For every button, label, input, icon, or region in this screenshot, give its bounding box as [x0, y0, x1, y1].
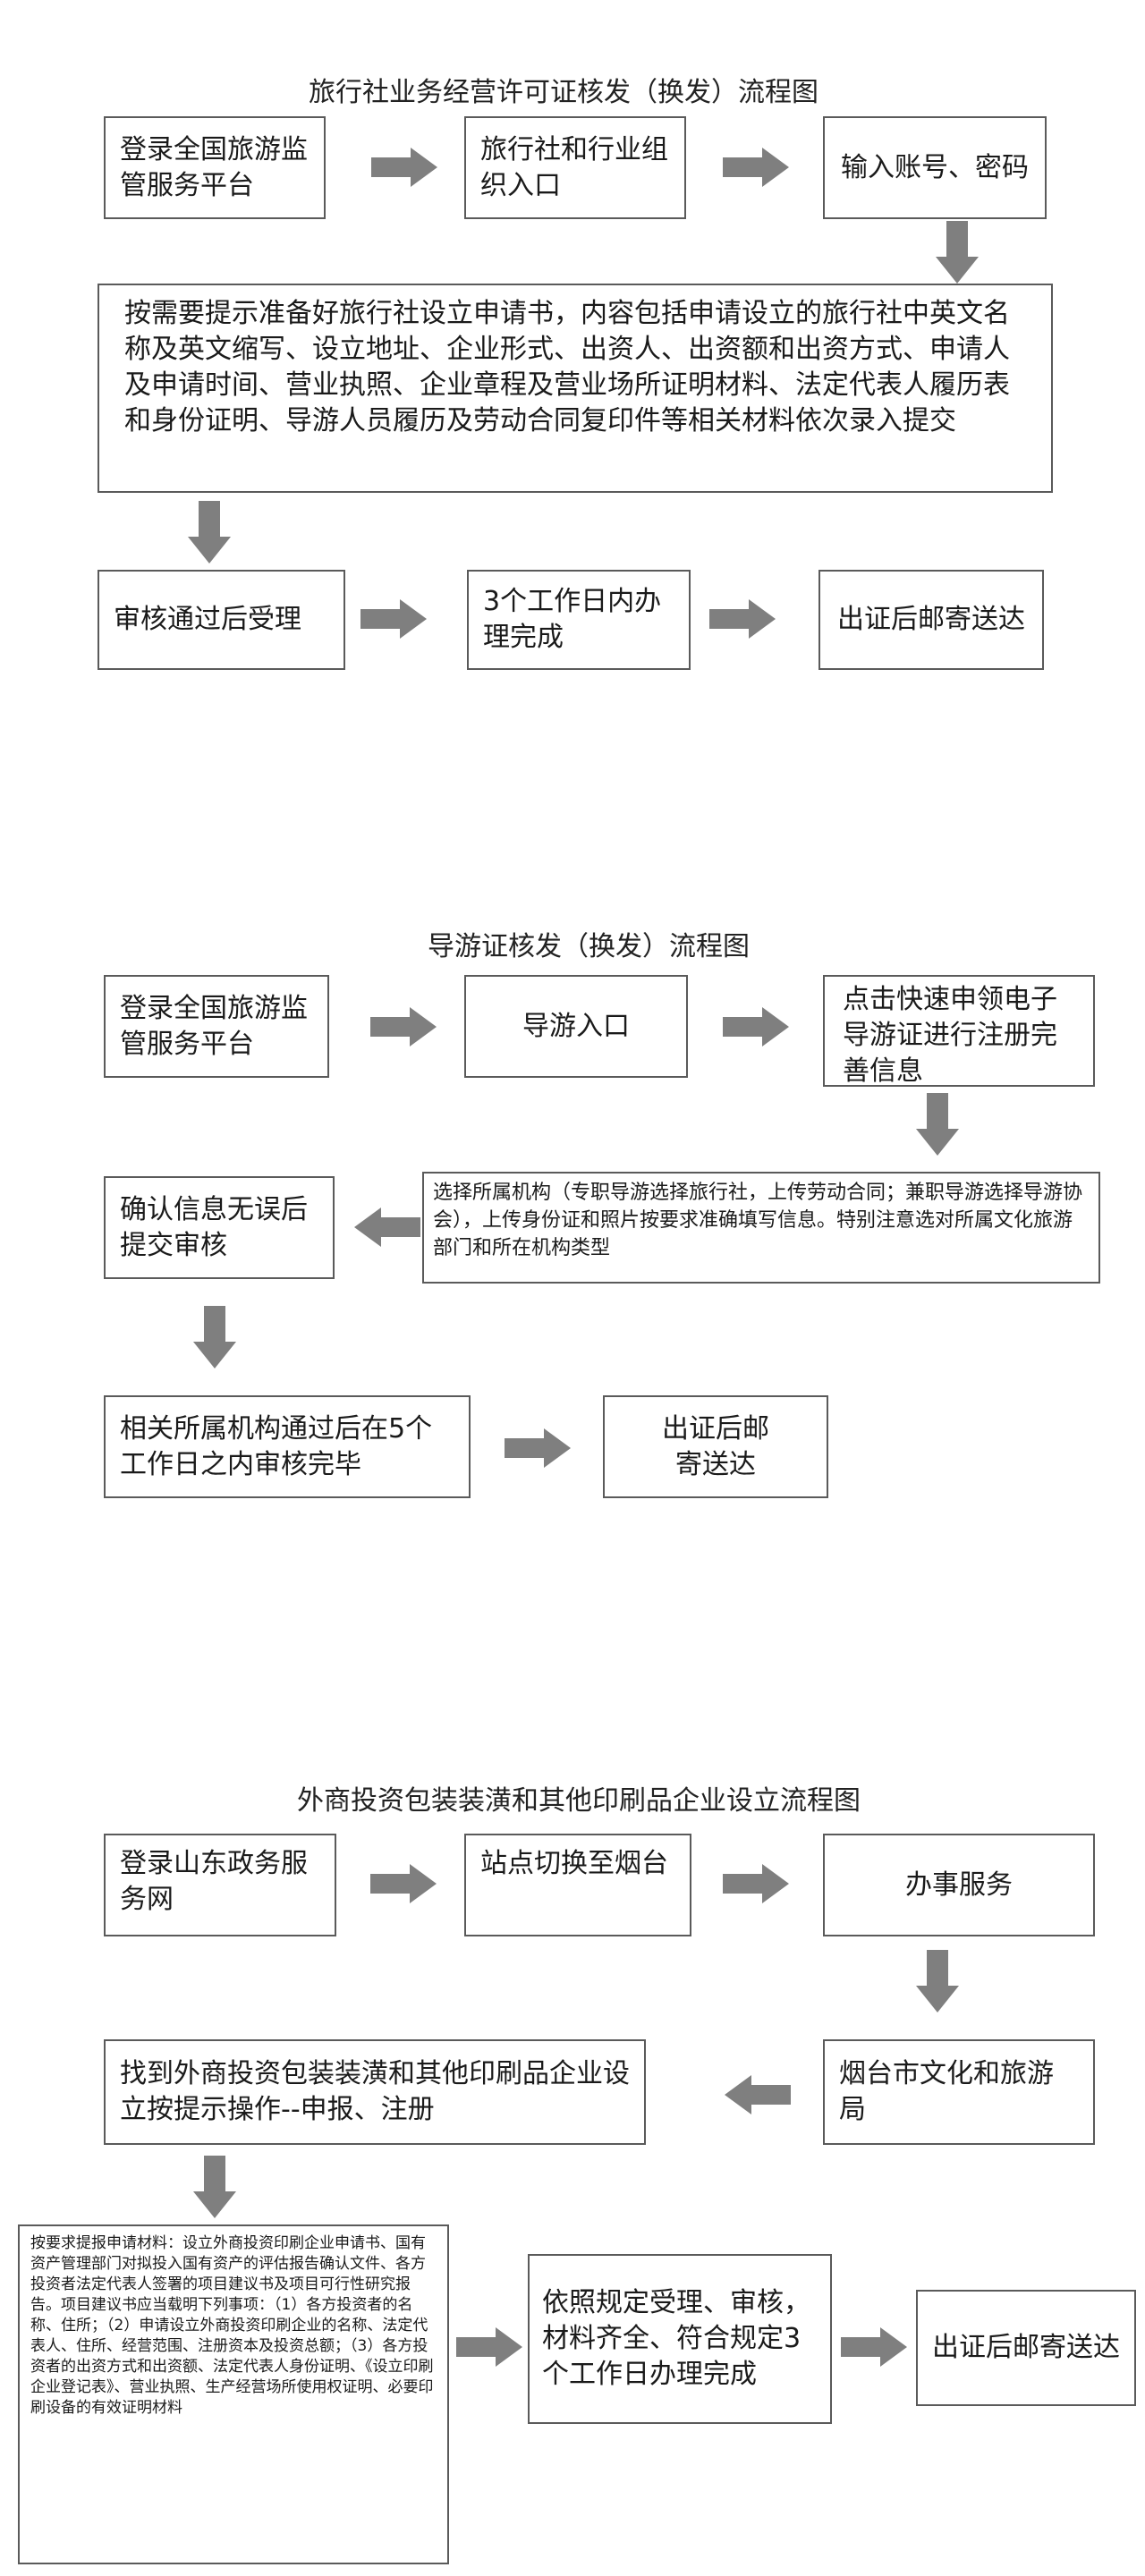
arrow-right-icon — [456, 2327, 522, 2367]
step-text: 登录全国旅游监管服务平台 — [120, 133, 308, 201]
step-register-info: 点击快速申领电子导游证进行注册完善信息 — [823, 975, 1095, 1087]
step-accept-review: 依照规定受理、审核，材料齐全、符合规定3个工作日办理完成 — [528, 2254, 832, 2424]
step-text: 点击快速申领电子导游证进行注册完善信息 — [843, 984, 1057, 1087]
step-text: 输入账号、密码 — [841, 151, 1029, 183]
arrow-down-icon — [916, 1093, 959, 1156]
step-submit-materials: 按要求提报申请材料：设立外商投资印刷企业申请书、国有资产管理部门对拟投入国有资产… — [18, 2224, 449, 2564]
step-guide-entry: 导游入口 — [464, 975, 688, 1078]
arrow-down-icon — [916, 1950, 959, 2012]
step-login-platform: 登录全国旅游监管服务平台 — [104, 116, 326, 219]
flowchart-title-travel-agency: 旅行社业务经营许可证核发（换发）流程图 — [309, 77, 818, 108]
step-text: 出证后邮寄送达 — [837, 604, 1025, 635]
step-text: 出证后邮寄送达 — [932, 2332, 1120, 2363]
arrow-down-icon — [936, 221, 979, 284]
arrow-right-icon — [841, 2327, 907, 2367]
step-text: 确认信息无误后提交审核 — [120, 1193, 308, 1261]
step-text: 按需要提示准备好旅行社设立申请书，内容包括申请设立的旅行社中英文名称及英文缩写、… — [124, 298, 1010, 436]
step-find-and-apply: 找到外商投资包装装潢和其他印刷品企业设立按提示操作--申报、注册 — [104, 2039, 646, 2145]
arrow-right-icon — [370, 1864, 437, 1903]
step-text: 依照规定受理、审核，材料齐全、符合规定3个工作日办理完成 — [542, 2287, 810, 2390]
step-text: 办事服务 — [905, 1868, 1013, 1901]
arrow-right-icon — [505, 1428, 571, 1468]
arrow-right-icon — [371, 148, 437, 187]
step-confirm-submit: 确认信息无误后提交审核 — [104, 1176, 335, 1279]
step-login-platform: 登录全国旅游监管服务平台 — [104, 975, 329, 1078]
arrow-left-icon — [354, 1208, 420, 1247]
step-text: 出证后邮寄送达 — [662, 1412, 769, 1480]
arrow-right-icon — [723, 148, 789, 187]
arrow-right-icon — [709, 599, 776, 639]
step-select-organization: 选择所属机构（专职导游选择旅行社，上传劳动合同；兼职导游选择导游协会），上传身份… — [422, 1172, 1100, 1284]
arrow-right-icon — [723, 1864, 789, 1903]
step-organization-review: 相关所属机构通过后在5个工作日之内审核完毕 — [104, 1395, 471, 1498]
step-text: 登录山东政务服务网 — [120, 1848, 308, 1915]
step-text: 烟台市文化和旅游局 — [839, 2058, 1054, 2125]
step-text: 选择所属机构（专职导游选择旅行社，上传劳动合同；兼职导游选择导游协会），上传身份… — [433, 1182, 1083, 1259]
step-text: 3个工作日内办理完成 — [483, 586, 662, 653]
arrow-down-icon — [193, 1306, 236, 1368]
step-login-shandong: 登录山东政务服务网 — [104, 1834, 336, 1936]
step-text: 旅行社和行业组织入口 — [480, 133, 668, 201]
step-mail-certificate: 出证后邮寄送达 — [916, 2290, 1136, 2406]
arrow-right-icon — [723, 1007, 789, 1046]
arrow-right-icon — [360, 599, 427, 639]
step-agency-entry: 旅行社和行业组织入口 — [464, 116, 686, 219]
flowchart-title-tour-guide: 导游证核发（换发）流程图 — [428, 931, 750, 962]
step-text: 审核通过后受理 — [114, 604, 301, 635]
arrow-down-icon — [188, 501, 231, 564]
step-text: 找到外商投资包装装潢和其他印刷品企业设立按提示操作--申报、注册 — [120, 2058, 630, 2125]
arrow-left-icon — [725, 2075, 791, 2114]
step-mail-certificate: 出证后邮寄送达 — [603, 1395, 828, 1498]
arrow-right-icon — [370, 1007, 437, 1046]
step-three-days: 3个工作日内办理完成 — [467, 570, 691, 670]
step-text: 导游入口 — [522, 1010, 630, 1042]
step-text: 站点切换至烟台 — [480, 1848, 668, 1879]
step-text: 相关所属机构通过后在5个工作日之内审核完毕 — [120, 1412, 433, 1480]
step-prepare-materials: 按需要提示准备好旅行社设立申请书，内容包括申请设立的旅行社中英文名称及英文缩写、… — [98, 284, 1053, 493]
step-text: 登录全国旅游监管服务平台 — [120, 992, 308, 1060]
step-mail-certificate: 出证后邮寄送达 — [818, 570, 1044, 670]
step-service-hall: 办事服务 — [823, 1834, 1095, 1936]
step-switch-yantai: 站点切换至烟台 — [464, 1834, 691, 1936]
step-accept-after-review: 审核通过后受理 — [98, 570, 345, 670]
arrow-down-icon — [193, 2156, 236, 2218]
step-text: 按要求提报申请材料：设立外商投资印刷企业申请书、国有资产管理部门对拟投入国有资产… — [30, 2234, 434, 2417]
step-culture-bureau: 烟台市文化和旅游局 — [823, 2039, 1095, 2145]
flowchart-title-foreign-printing: 外商投资包装装潢和其他印刷品企业设立流程图 — [297, 1785, 861, 1817]
step-enter-credentials: 输入账号、密码 — [823, 116, 1047, 219]
